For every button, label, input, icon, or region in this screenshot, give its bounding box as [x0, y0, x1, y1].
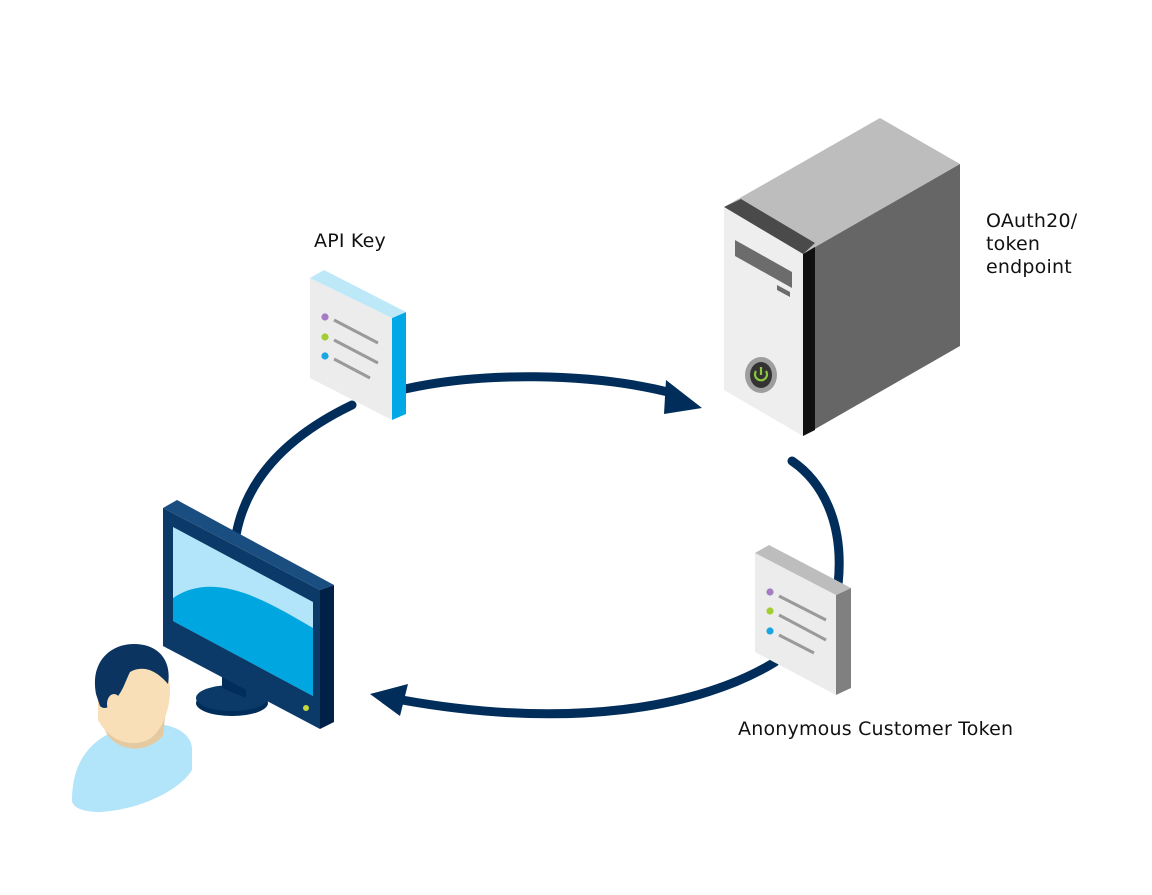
anonymous-token-label: Anonymous Customer Token: [738, 718, 1014, 740]
flow-arc-server-to-token: [787, 456, 844, 590]
flow-arc-api-key-to-server: [400, 372, 677, 398]
token-document-icon: [755, 545, 851, 695]
desktop-monitor-icon: [163, 500, 334, 729]
server-tower-icon: [724, 118, 960, 436]
arrowhead-to-server: [664, 380, 702, 414]
api-key-label: API Key: [314, 230, 386, 252]
arrowhead-to-user: [370, 684, 408, 716]
api-key-document-icon: [310, 270, 406, 420]
user-icon: [72, 644, 192, 812]
power-icon: [745, 357, 777, 393]
flow-cycle: [231, 372, 844, 719]
flow-arc-monitor-to-api-key: [231, 400, 357, 540]
oauth-endpoint-label: OAuth20/ token endpoint: [986, 210, 1078, 279]
flow-arc-token-to-user: [397, 657, 780, 719]
